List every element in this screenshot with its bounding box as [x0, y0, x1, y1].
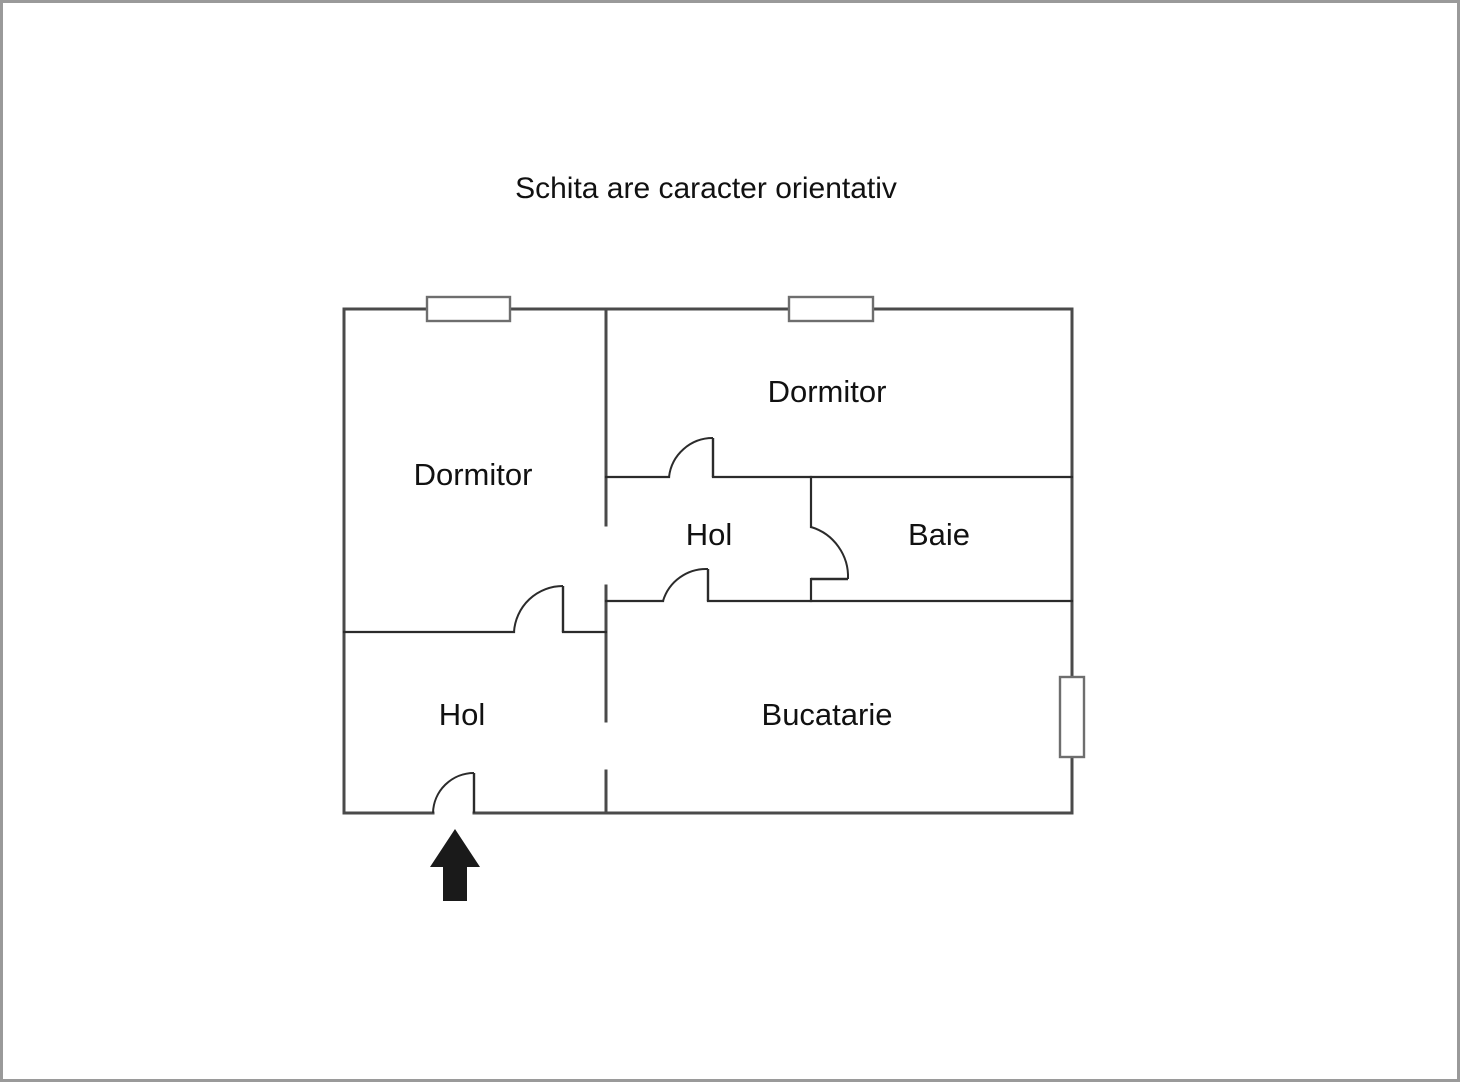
- page-title: Schita are caracter orientativ: [515, 172, 897, 205]
- entrance-arrow: [430, 829, 480, 901]
- entrance-arrow-icon: [430, 829, 480, 901]
- door-hol-mid-lower-arc: [662, 567, 709, 602]
- door-hol-mid-lower: [662, 567, 710, 602]
- door-baie: [810, 526, 850, 581]
- door-entrance-arc: [432, 772, 475, 814]
- room-label-bucatarie: Bucatarie: [762, 697, 893, 732]
- room-label-dormitor-left: Dormitor: [414, 457, 533, 492]
- floor-plan-drawing: Schita are caracter orientativ: [342, 172, 1086, 901]
- door-entrance: [432, 772, 476, 814]
- room-labels: Dormitor Dormitor Hol Baie Hol Bucatarie: [414, 374, 970, 732]
- window-top-right: [787, 295, 875, 323]
- room-label-hol-lower: Hol: [439, 697, 486, 732]
- exterior-walls: [342, 307, 1074, 815]
- interior-walls: [342, 307, 1074, 815]
- room-label-baie: Baie: [908, 517, 970, 552]
- door-baie-arc: [810, 526, 850, 580]
- door-hol-dormitor-left: [513, 584, 565, 633]
- door-hol-dormitor-right: [668, 436, 715, 478]
- window-right: [1058, 675, 1086, 759]
- window-top-left: [425, 295, 512, 323]
- door-hol-dormitor-left-arc: [513, 584, 564, 633]
- room-label-dormitor-right: Dormitor: [768, 374, 887, 409]
- door-hol-dormitor-right-arc: [668, 436, 714, 478]
- doors: [432, 436, 850, 814]
- windows: [425, 295, 1086, 759]
- room-label-hol-mid: Hol: [686, 517, 733, 552]
